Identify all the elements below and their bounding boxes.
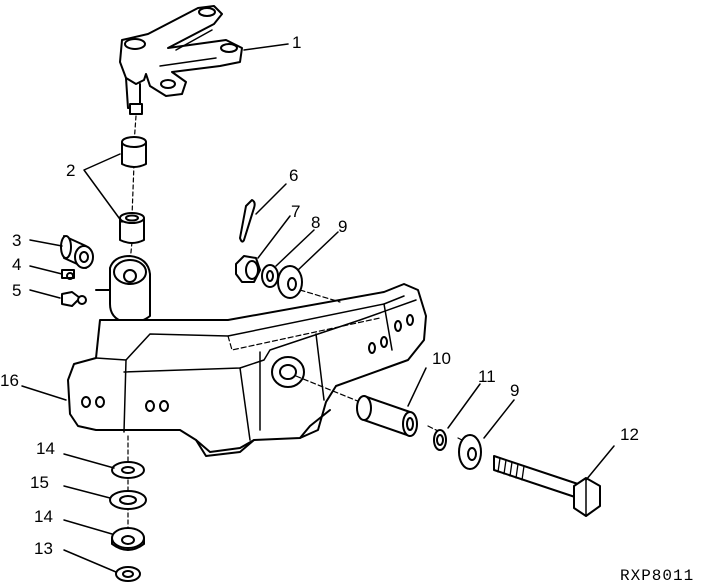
axle-housing-part: [67, 255, 427, 457]
callout-8: 8: [311, 213, 321, 232]
callout-14-upper: 14: [36, 439, 55, 458]
callout-13: 13: [34, 539, 53, 558]
lock-washer-part: [261, 264, 279, 288]
washer-lower-part: [458, 434, 482, 470]
cap-part: [60, 235, 94, 269]
callout-3: 3: [12, 231, 22, 250]
grease-fitting-part: [61, 291, 87, 307]
castle-nut-part: [235, 255, 261, 283]
figure-code: RXP8011: [620, 567, 695, 585]
upper-axis-line: [299, 289, 341, 303]
thrust-washer-upper-part: [111, 461, 145, 479]
fitting-small-part: [61, 269, 75, 280]
callout-16: 16: [0, 371, 19, 390]
callout-2: 2: [66, 161, 76, 180]
sleeve-part: [356, 395, 418, 437]
callout-6: 6: [289, 166, 299, 185]
callout-10: 10: [432, 349, 451, 368]
pivot-bolt-part: [493, 455, 601, 517]
callout-4: 4: [12, 255, 22, 274]
callout-11: 11: [478, 367, 496, 386]
callout-14-lower: 14: [34, 507, 53, 526]
callout-12: 12: [620, 425, 639, 444]
spindle-arm-part: [119, 5, 243, 115]
callout-7: 7: [291, 202, 301, 221]
callout-9-lower: 9: [510, 381, 520, 400]
thrust-washer-lower-part: [111, 527, 145, 551]
cotter-pin-part: [239, 199, 256, 243]
callout-leaders: [21, 43, 615, 573]
spacer-washer-part: [433, 429, 447, 451]
callout-5: 5: [12, 281, 22, 300]
bearing-part: [109, 490, 147, 510]
callout-9-upper: 9: [338, 217, 348, 236]
callout-1: 1: [292, 33, 302, 52]
bushing-lower-part: [119, 212, 145, 244]
bushing-upper-part: [121, 136, 147, 168]
washer-upper-part: [277, 265, 303, 299]
callout-15: 15: [30, 473, 49, 492]
snap-ring-part: [115, 566, 141, 582]
